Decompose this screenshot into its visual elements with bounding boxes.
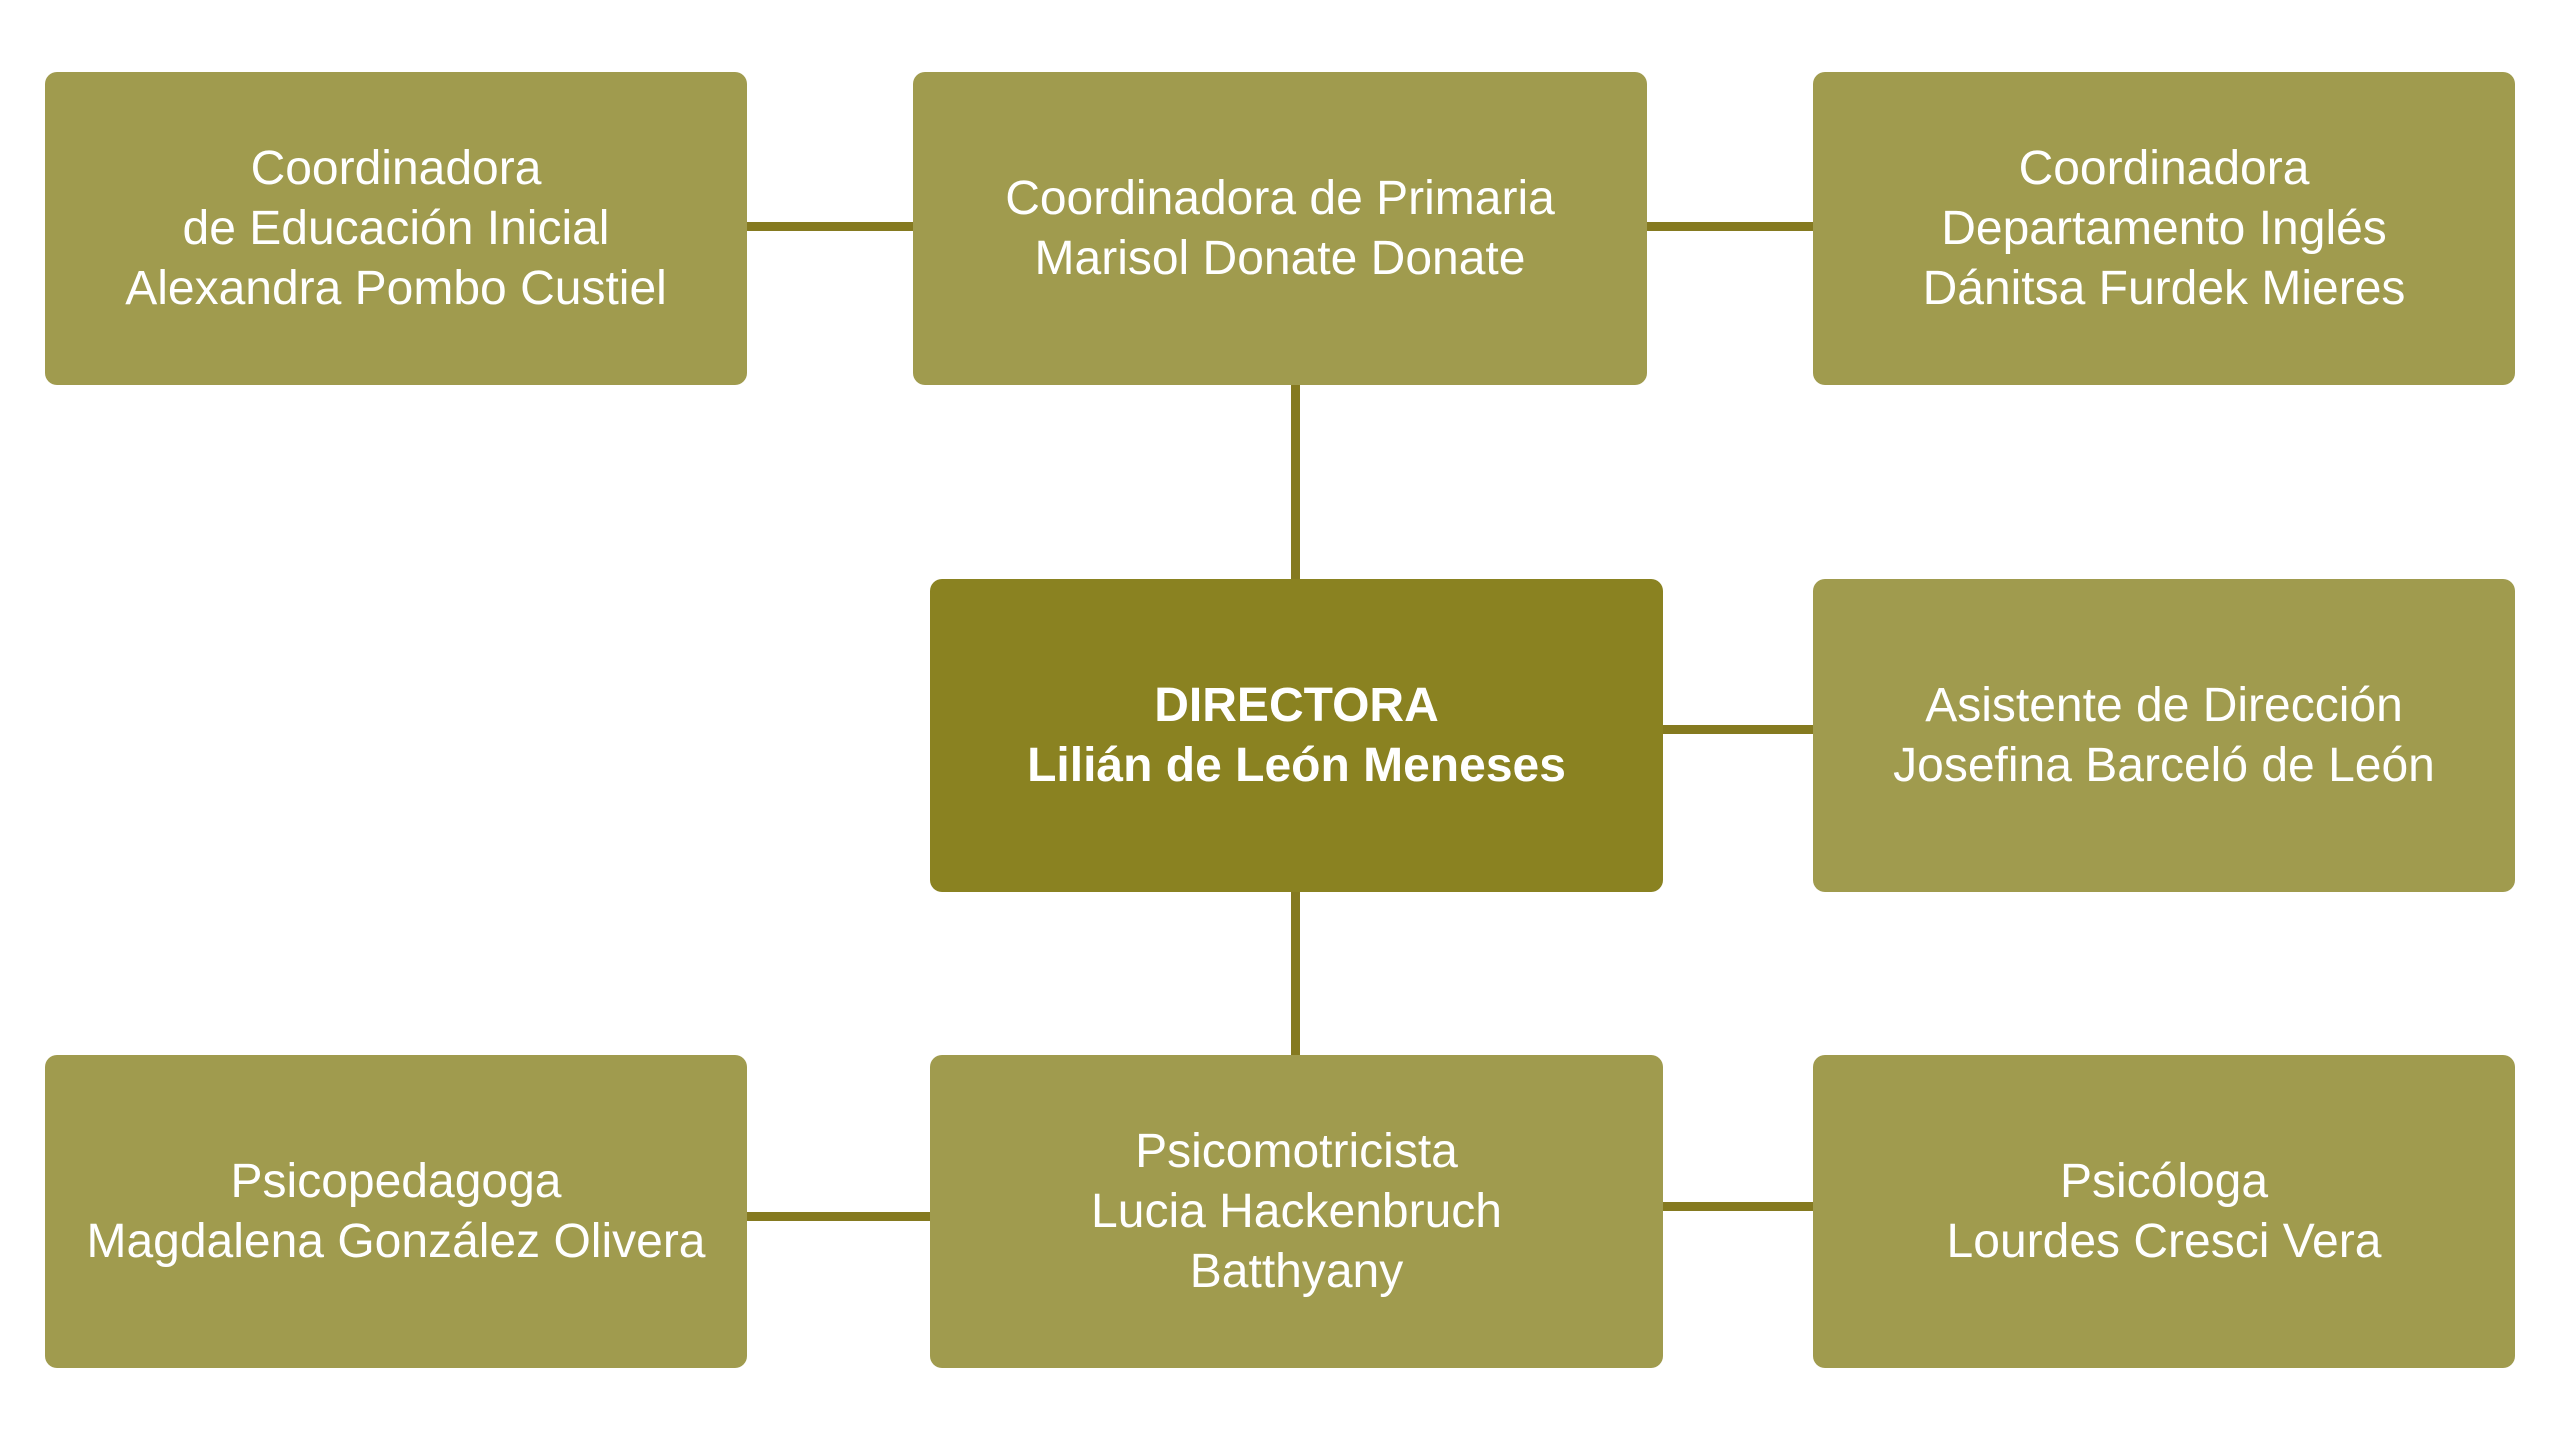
node-asistente-direccion: Asistente de Dirección Josefina Barceló … [1813,579,2515,892]
node-line: Coordinadora [2018,141,2310,195]
connector-inicial-primaria [746,222,914,231]
node-psicopedagoga: Psicopedagoga Magdalena González Olivera [45,1055,747,1368]
node-line: Psicóloga [2059,1154,2269,1208]
node-line: Departamento Inglés [1941,201,2387,255]
node-line: Psicomotricista [1135,1124,1458,1178]
node-line: Josefina Barceló de León [1893,738,2435,792]
node-line: Magdalena González Olivera [86,1214,706,1268]
node-coordinadora-ingles: Coordinadora Departamento Inglés Dánitsa… [1813,72,2515,385]
node-directora: DIRECTORA Lilián de León Meneses [930,579,1663,892]
node-line: Lucia Hackenbruch [1091,1184,1502,1238]
connector-primaria-ingles [1646,222,1814,231]
connector-director-asistente [1662,725,1814,734]
node-person: Lilián de León Meneses [1027,738,1566,792]
connector-director-psicomotricista [1291,890,1300,1056]
node-title: DIRECTORA [1154,678,1439,732]
node-line: Dánitsa Furdek Mieres [1922,261,2406,315]
node-line: Marisol Donate Donate [1034,231,1526,285]
node-line: Lourdes Cresci Vera [1946,1214,2382,1268]
node-line: Batthyany [1189,1244,1404,1298]
node-line: Coordinadora de Primaria [1005,171,1555,225]
node-line: Psicopedagoga [230,1154,562,1208]
node-line: Coordinadora [250,141,542,195]
node-coordinadora-primaria: Coordinadora de Primaria Marisol Donate … [913,72,1647,385]
node-line: de Educación Inicial [182,201,610,255]
node-psicologa: Psicóloga Lourdes Cresci Vera [1813,1055,2515,1368]
connector-psicopedagoga-psicomotricista [746,1212,968,1221]
node-coordinadora-inicial: Coordinadora de Educación Inicial Alexan… [45,72,747,385]
node-line: Asistente de Dirección [1925,678,2403,732]
node-line: Alexandra Pombo Custiel [125,261,667,315]
connector-psicomotricista-psicologa [1626,1202,1814,1211]
node-psicomotricista: Psicomotricista Lucia Hackenbruch Batthy… [930,1055,1663,1368]
connector-primaria-director [1291,383,1300,580]
